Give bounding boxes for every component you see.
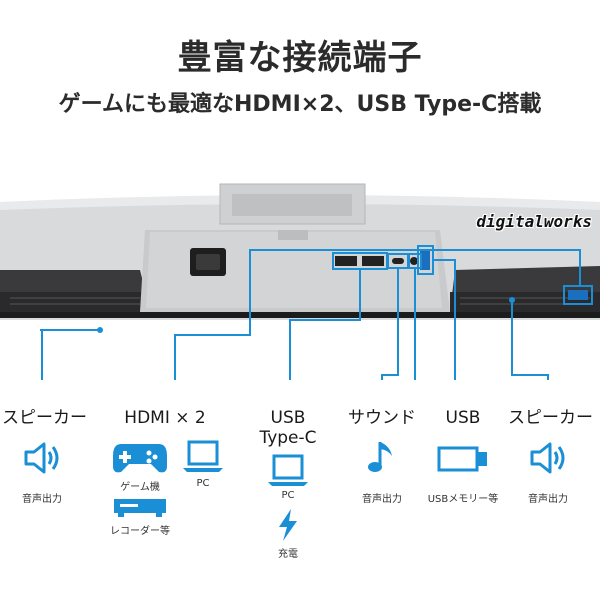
usb-stick-icon: [437, 446, 487, 472]
watermark-text: digitalworks: [476, 212, 592, 231]
speaker-icon: [24, 442, 59, 474]
device-label: PC: [281, 490, 295, 501]
port-label: 音声出力: [362, 494, 402, 505]
lightning-icon: [279, 509, 297, 541]
port-title: スピーカー: [2, 408, 87, 428]
hdmi-device-pc: PC: [178, 436, 228, 489]
port-label: 音声出力: [528, 494, 568, 505]
port-title: サウンド: [348, 408, 416, 428]
music-note-icon: [368, 442, 392, 472]
port-title: HDMI × 2: [124, 408, 206, 428]
device-label: 充電: [278, 549, 298, 560]
laptop-icon: [268, 454, 308, 486]
port-hdmi: HDMI × 2: [100, 408, 230, 428]
speaker-icon: [530, 442, 565, 474]
device-label: PC: [196, 478, 210, 489]
hdmi-device-recorder: レコーダー等: [100, 496, 180, 537]
port-title: USB: [270, 408, 306, 428]
port-label: 音声出力: [22, 494, 62, 505]
port-title-line2: Type-C: [259, 428, 317, 448]
port-title: スピーカー: [508, 408, 593, 428]
laptop-icon: [183, 440, 223, 472]
monitor-back-image: [0, 183, 600, 380]
device-label: ゲーム機: [120, 482, 160, 493]
port-label: USBメモリー等: [427, 494, 499, 505]
gamepad-icon: [113, 444, 167, 473]
recorder-icon: [114, 499, 166, 517]
page-subtitle: ゲームにも最適なHDMI×2、USB Type-C搭載: [58, 92, 542, 117]
hdmi-device-gamepad: ゲーム機: [105, 436, 175, 493]
port-speaker-right: スピーカー 音声出力: [508, 408, 593, 505]
port-title: USB: [445, 408, 481, 428]
port-usb: USB USBメモリー等: [418, 408, 508, 505]
port-sound: サウンド 音声出力: [342, 408, 422, 505]
port-usb-type-c: USB Type-C PC 充電: [248, 408, 328, 560]
port-speaker-left: スピーカー 音声出力: [2, 408, 87, 505]
page-title: 豊富な接続端子: [177, 38, 423, 78]
device-label: レコーダー等: [110, 526, 170, 537]
